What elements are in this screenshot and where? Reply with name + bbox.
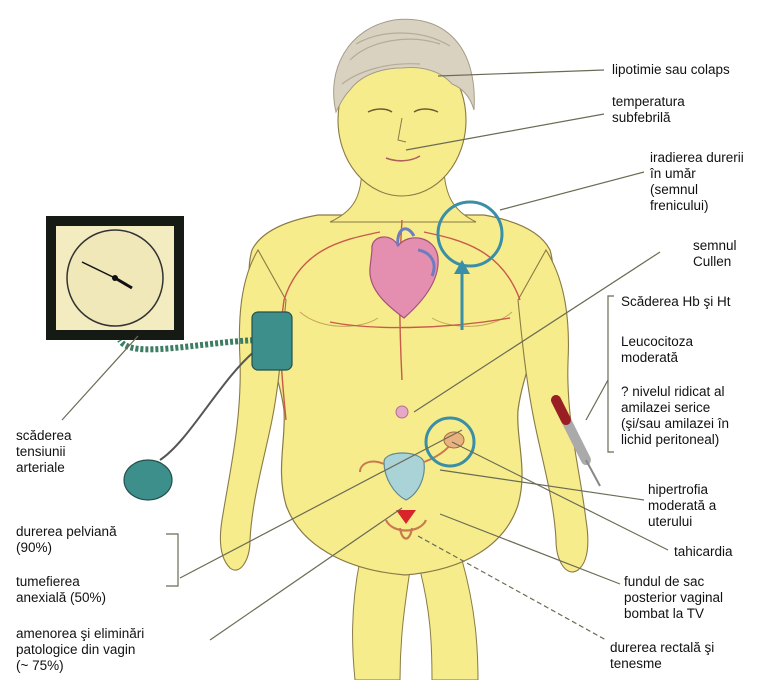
label-line: durerea pelviană: [16, 524, 117, 540]
label-durere-rectala: durerea rectală şi tenesme: [610, 640, 714, 672]
label-line: moderată: [621, 350, 693, 366]
label-line: (şi/sau amilazei în: [621, 416, 729, 432]
label-cullen: semnul Cullen: [693, 238, 737, 270]
label-line: moderată a: [648, 498, 716, 514]
label-line: temperatura: [612, 94, 685, 110]
label-tensiune: scăderea tensiunii arteriale: [16, 428, 72, 476]
label-line: patologice din vagin: [16, 642, 144, 658]
label-line: Scăderea Hb şi Ht: [621, 294, 731, 310]
label-hipertrofia: hipertrofia moderată a uterului: [648, 482, 716, 530]
label-line: durerea rectală şi: [610, 640, 714, 656]
label-line: posterior vaginal: [624, 590, 723, 606]
label-line: în umăr: [650, 166, 744, 182]
label-line: (~ 75%): [16, 658, 144, 674]
label-durere-pelviana: durerea pelviană (90%): [16, 524, 117, 556]
label-line: tumefierea: [16, 574, 106, 590]
label-line: Leucocitoza: [621, 334, 693, 350]
label-line: fundul de sac: [624, 574, 723, 590]
label-line: lichid peritoneal): [621, 432, 729, 448]
label-line: anexială (50%): [16, 590, 106, 606]
label-line: scăderea: [16, 428, 72, 444]
label-line: subfebrilă: [612, 110, 685, 126]
label-line: hipertrofia: [648, 482, 716, 498]
label-line: bombat la TV: [624, 606, 723, 622]
label-line: tenesme: [610, 656, 714, 672]
label-lipotimie: lipotimie sau colaps: [612, 62, 730, 78]
label-line: amenorea şi eliminări: [16, 626, 144, 642]
label-line: Cullen: [693, 254, 737, 270]
label-line: (90%): [16, 540, 117, 556]
label-amilaza: ? nivelul ridicat al amilazei serice (şi…: [621, 384, 729, 448]
bp-cuff: [252, 312, 292, 370]
label-leucocitoza: Leucocitoza moderată: [621, 334, 693, 366]
label-line: tahicardia: [674, 544, 733, 560]
label-line: ? nivelul ridicat al: [621, 384, 729, 400]
label-line: frenicului): [650, 198, 744, 214]
label-line: iradierea durerii: [650, 150, 744, 166]
label-line: lipotimie sau colaps: [612, 62, 730, 78]
label-iradierea: iradierea durerii în umăr (semnul frenic…: [650, 150, 744, 214]
label-fundul-sac: fundul de sac posterior vaginal bombat l…: [624, 574, 723, 622]
label-amenoree: amenorea şi eliminări patologice din vag…: [16, 626, 144, 674]
pump-bulb: [124, 460, 172, 500]
label-tahicardia: tahicardia: [674, 544, 733, 560]
label-line: tensiunii: [16, 444, 72, 460]
label-line: arteriale: [16, 460, 72, 476]
label-line: semnul: [693, 238, 737, 254]
label-line: (semnul: [650, 182, 744, 198]
label-line: amilazei serice: [621, 400, 729, 416]
label-hb-ht: Scăderea Hb şi Ht: [621, 294, 731, 310]
label-temperatura: temperatura subfebrilă: [612, 94, 685, 126]
navel: [396, 406, 408, 418]
label-tumefiere: tumefierea anexială (50%): [16, 574, 106, 606]
label-line: uterului: [648, 514, 716, 530]
